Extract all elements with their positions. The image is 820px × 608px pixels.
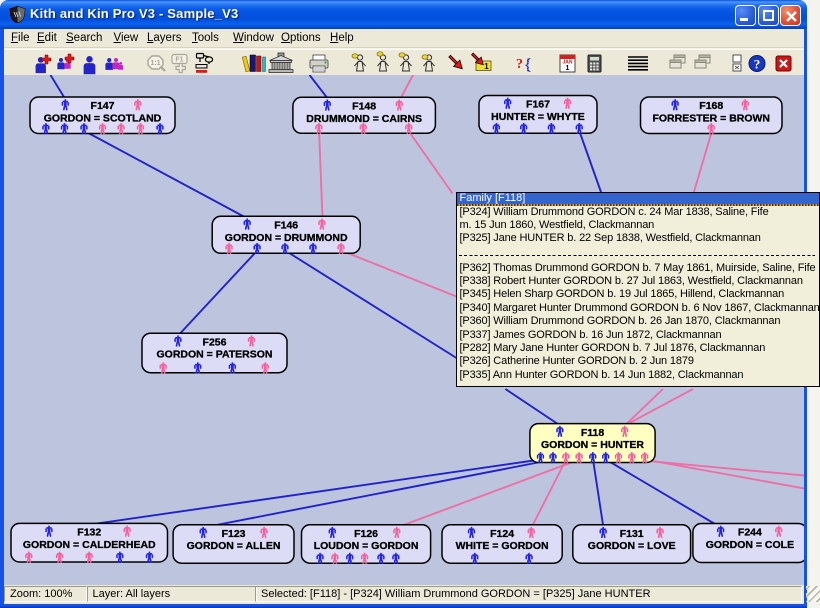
svg-text:GORDON = PATERSON: GORDON = PATERSON <box>156 348 272 360</box>
svg-text:HUNTER = WHYTE: HUNTER = WHYTE <box>491 111 585 123</box>
svg-text:WHITE = GORDON: WHITE = GORDON <box>455 540 548 552</box>
svg-text:GORDON = DRUMMOND: GORDON = DRUMMOND <box>224 231 347 243</box>
svg-text:F132: F132 <box>77 526 101 538</box>
svg-text:FORRESTER = BROWN: FORRESTER = BROWN <box>652 112 770 124</box>
svg-text:F126: F126 <box>354 527 378 539</box>
svg-text:F123: F123 <box>221 527 245 539</box>
svg-text:GORDON = COLE: GORDON = COLE <box>705 539 793 551</box>
svg-text:1: 1 <box>484 62 489 71</box>
svg-text:{: { <box>525 56 531 73</box>
svg-text:F146: F146 <box>274 219 298 231</box>
svg-text:?: ? <box>516 57 523 72</box>
svg-text:F1: F1 <box>175 57 183 64</box>
svg-text:GORDON = HUNTER: GORDON = HUNTER <box>541 439 644 451</box>
svg-text:GORDON = SCOTLAND: GORDON = SCOTLAND <box>43 112 161 124</box>
svg-text:F167: F167 <box>526 98 550 110</box>
svg-text:?: ? <box>753 57 760 72</box>
svg-text:JAN: JAN <box>562 60 572 66</box>
svg-text:GORDON = LOVE: GORDON = LOVE <box>587 540 675 552</box>
svg-text:GORDON = CALDERHEAD: GORDON = CALDERHEAD <box>22 538 155 550</box>
svg-text:1:1: 1:1 <box>150 60 160 67</box>
svg-text:1: 1 <box>565 65 569 72</box>
svg-text:F124: F124 <box>490 527 514 539</box>
svg-text:F256: F256 <box>202 336 226 348</box>
svg-text:DRUMMOND = CAIRNS: DRUMMOND = CAIRNS <box>306 112 422 124</box>
svg-text:F147: F147 <box>90 100 114 112</box>
svg-text:LOUDON = GORDON: LOUDON = GORDON <box>313 540 418 552</box>
svg-text:GORDON = ALLEN: GORDON = ALLEN <box>186 540 280 552</box>
svg-text:F148: F148 <box>352 100 376 112</box>
svg-text:F118: F118 <box>580 426 604 438</box>
svg-text:F244: F244 <box>737 526 761 538</box>
svg-text:F168: F168 <box>699 100 723 112</box>
svg-text:F131: F131 <box>619 527 643 539</box>
